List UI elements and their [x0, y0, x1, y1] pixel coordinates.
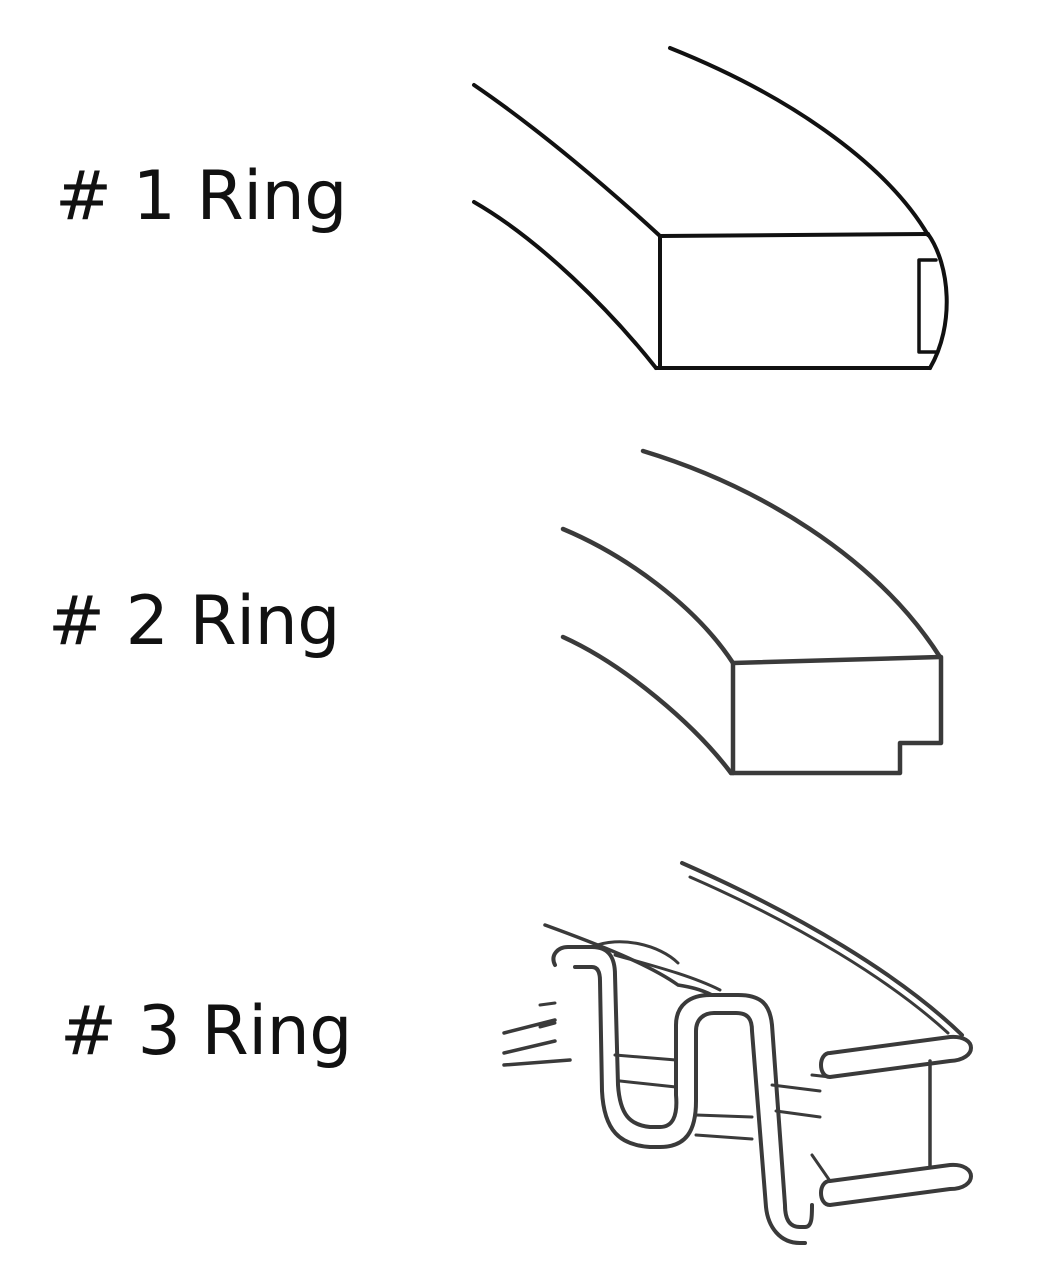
ring-2-cross-section-drawing: [560, 448, 944, 776]
ring-1-cross-section-drawing: [472, 46, 949, 370]
ring-3-label: # 3 Ring: [60, 992, 352, 1071]
ring-2-label: # 2 Ring: [48, 582, 340, 661]
ring-1-label: # 1 Ring: [55, 157, 347, 236]
ring-3-oil-ring-drawing: [502, 861, 973, 1245]
